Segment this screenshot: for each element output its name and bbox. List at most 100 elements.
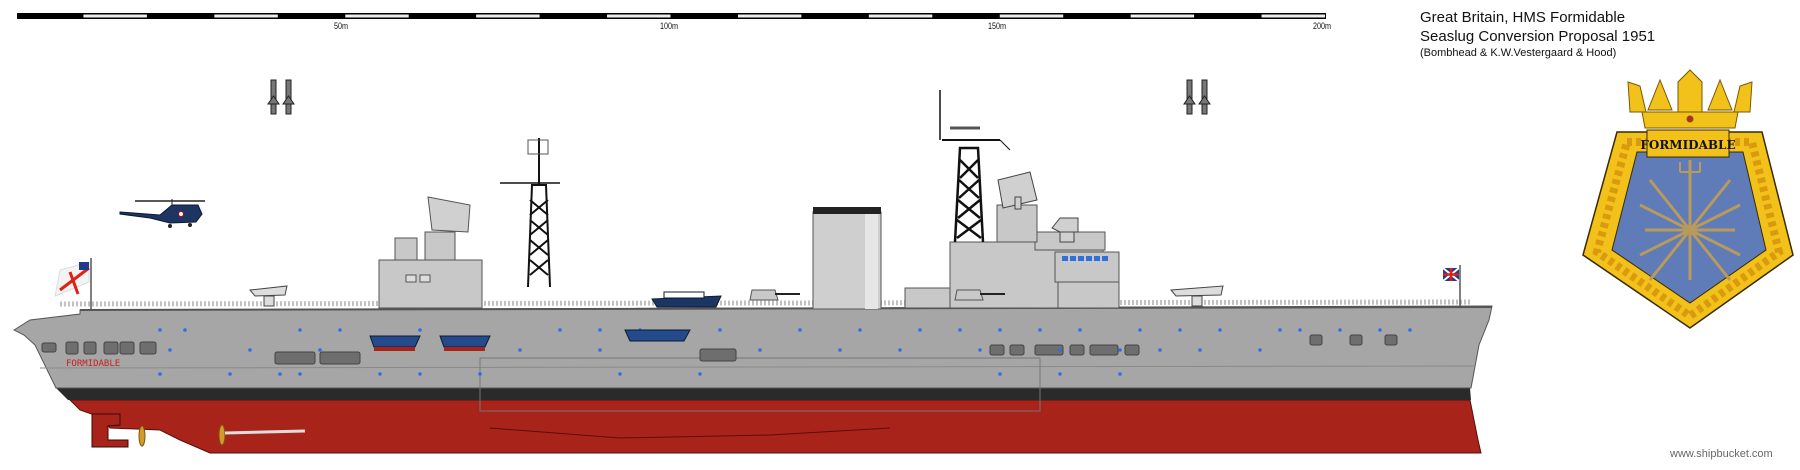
scale-bar-segment [1261, 14, 1325, 18]
porthole [1118, 372, 1122, 376]
deck-railing [59, 299, 1471, 307]
scale-bar-segment [737, 14, 802, 18]
scale-label-150m: 150m [987, 21, 1007, 31]
porthole [1298, 328, 1302, 332]
union-jack-flag-icon [1442, 265, 1461, 306]
porthole [698, 372, 702, 376]
hull-opening [699, 348, 737, 362]
crest-name: FORMIDABLE [1640, 138, 1735, 152]
scale-bar-segment [999, 14, 1064, 18]
hull-opening [1069, 344, 1085, 356]
porthole [1118, 348, 1122, 352]
watermark: www.shipbucket.com [1670, 448, 1773, 460]
porthole [998, 372, 1002, 376]
scale-bar-segment [607, 14, 671, 18]
hull-opening [1009, 344, 1025, 356]
hull-opening [83, 341, 97, 355]
crest-name-banner [1646, 129, 1730, 158]
boot-topping [56, 388, 1471, 400]
porthole [958, 328, 962, 332]
porthole [1038, 328, 1042, 332]
porthole [1058, 348, 1062, 352]
hull-opening [119, 341, 135, 355]
radar-type-984-icon [997, 171, 1038, 210]
porthole [1138, 328, 1142, 332]
hull-opening [1034, 344, 1064, 356]
porthole [518, 348, 522, 352]
title-line-1: Great Britain, HMS Formidable [1420, 9, 1626, 26]
porthole [158, 328, 162, 332]
ship-crest: FORMIDABLE [1582, 69, 1794, 329]
hull-opening [65, 341, 79, 355]
propeller-icon [138, 424, 226, 447]
lattice-mast-aft [500, 138, 560, 288]
portholes [158, 328, 1412, 376]
porthole [798, 328, 802, 332]
scale-bar-segment [214, 14, 278, 18]
hull-opening [103, 341, 119, 355]
porthole [858, 328, 862, 332]
gun-mount-icon [749, 289, 1005, 301]
porthole [418, 372, 422, 376]
hull-opening [989, 344, 1005, 356]
porthole [1338, 328, 1342, 332]
porthole [338, 328, 342, 332]
island-superstructure [904, 204, 1120, 309]
propeller-shaft [224, 429, 306, 435]
hull-opening [319, 351, 361, 365]
hull-opening [1384, 334, 1398, 346]
seaslug-missile-icon [267, 79, 295, 115]
porthole [278, 372, 282, 376]
hull-underwater [68, 399, 1482, 454]
porthole [1258, 348, 1262, 352]
porthole [1158, 348, 1162, 352]
porthole [248, 348, 252, 352]
scale-bar-segment [868, 14, 933, 18]
hull-topsides [12, 305, 1493, 389]
credits: (Bombhead & K.W.Vestergaard & Hood) [1420, 47, 1617, 59]
hull-opening [1349, 334, 1363, 346]
hull-opening [1089, 344, 1119, 356]
naval-crown-icon [1627, 69, 1753, 129]
scale-label-200m: 200m [1312, 21, 1332, 31]
lattice-mast-main [939, 90, 1011, 243]
hull-openings [41, 334, 1398, 365]
seaslug-missile-icon [1183, 79, 1211, 115]
porthole [1198, 348, 1202, 352]
scale-bar-segment [476, 14, 540, 18]
scale-label-100m: 100m [659, 21, 679, 31]
porthole [378, 372, 382, 376]
bilge-keel [489, 427, 891, 439]
porthole [718, 328, 722, 332]
scale-bar-segment [1130, 14, 1195, 18]
scale-bar-segment [345, 14, 409, 18]
bridge-windows [1062, 256, 1108, 261]
porthole [478, 372, 482, 376]
porthole [598, 348, 602, 352]
porthole [978, 348, 982, 352]
porthole [558, 328, 562, 332]
helicopter-icon [119, 199, 205, 228]
white-ensign-flag-icon [54, 258, 92, 310]
porthole [298, 328, 302, 332]
hull-opening [41, 342, 57, 353]
porthole [1078, 328, 1082, 332]
porthole [298, 372, 302, 376]
porthole [158, 372, 162, 376]
porthole [1058, 372, 1062, 376]
crest-rope-border [1592, 138, 1784, 321]
porthole [228, 372, 232, 376]
title-line-2: Seaslug Conversion Proposal 1951 [1420, 28, 1656, 45]
porthole [168, 348, 172, 352]
rudder [91, 413, 129, 448]
hull-opening [139, 341, 157, 355]
trident-icon [1639, 160, 1741, 281]
porthole [898, 348, 902, 352]
funnel [812, 207, 882, 310]
porthole [618, 372, 622, 376]
porthole [1278, 328, 1282, 332]
scale-bar-segment [83, 14, 147, 18]
hull-name: FORMIDABLE [66, 359, 120, 369]
